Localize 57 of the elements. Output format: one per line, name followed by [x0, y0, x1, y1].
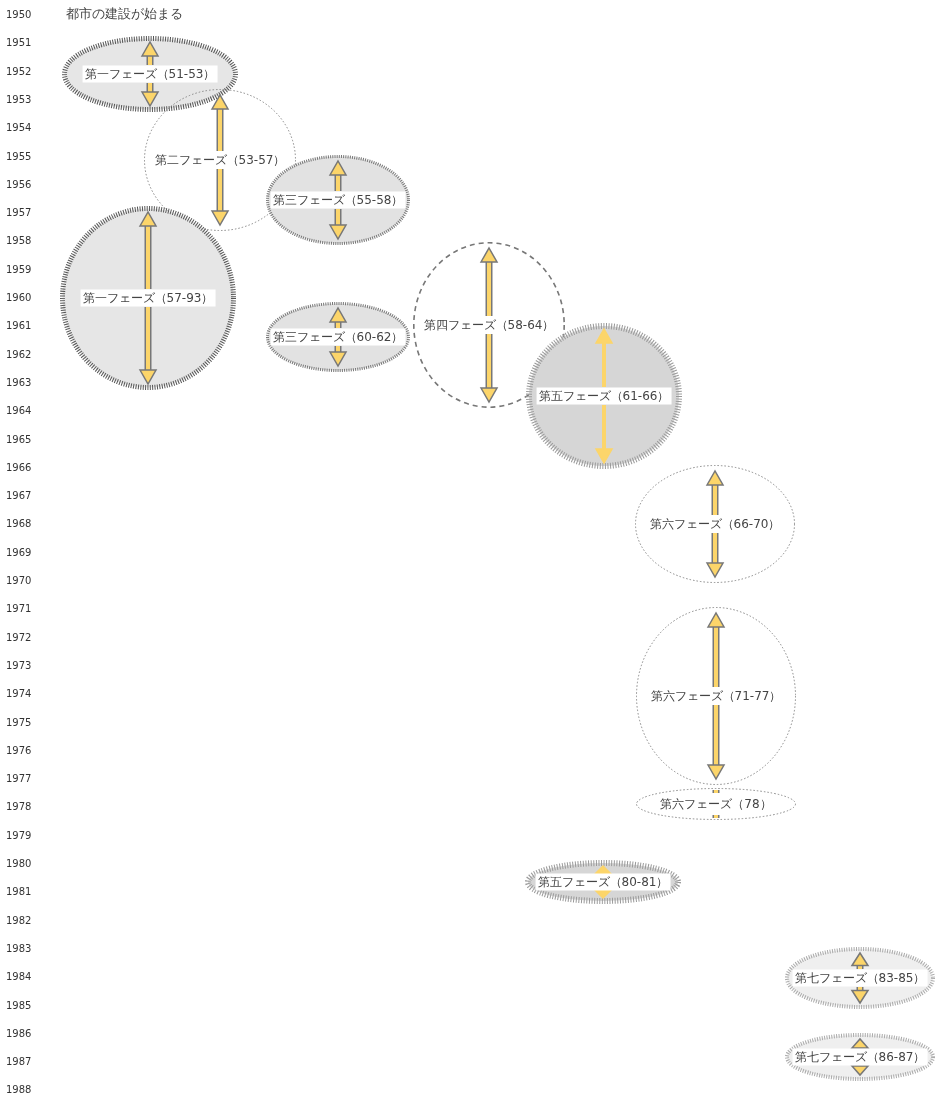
- year-label: 1954: [6, 122, 32, 135]
- year-label: 1956: [6, 178, 32, 191]
- phase-ellipse: [62, 36, 238, 112]
- phase-label: 第一フェーズ（51-53）: [82, 65, 218, 83]
- year-label: 1979: [6, 829, 32, 842]
- year-label: 1950: [6, 9, 32, 21]
- year-label: 1982: [6, 914, 32, 927]
- phase-label: 第五フェーズ（61-66）: [536, 387, 672, 405]
- phase-ellipse: [636, 788, 796, 820]
- phase-label: 第七フェーズ（83-85）: [792, 969, 928, 987]
- phase-label: 第三フェーズ（60-62）: [270, 328, 406, 346]
- year-label: 1971: [6, 603, 32, 616]
- year-label: 1978: [6, 801, 32, 814]
- year-label: 1967: [6, 490, 32, 503]
- year-label: 1964: [6, 405, 32, 418]
- phase-ellipse: [785, 1033, 935, 1081]
- phase-label: 第五フェーズ（80-81）: [535, 873, 671, 891]
- year-label: 1951: [6, 37, 32, 50]
- year-label: 1981: [6, 886, 32, 899]
- year-label: 1977: [6, 773, 32, 786]
- phase-ellipse: [266, 302, 410, 372]
- year-label: 1966: [6, 461, 32, 474]
- phase-ellipse: [785, 947, 935, 1009]
- year-label: 1955: [6, 150, 32, 163]
- phase-label: 第七フェーズ（86-87）: [792, 1048, 928, 1066]
- phase-label: 第一フェーズ（57-93）: [80, 289, 216, 307]
- heading-note: 都市の建設が始まる: [66, 6, 183, 22]
- phase-ellipse: [636, 607, 796, 785]
- year-label: 1976: [6, 744, 32, 757]
- year-label: 1973: [6, 659, 32, 672]
- year-label: 1960: [6, 292, 32, 304]
- year-label: 1972: [6, 631, 32, 644]
- year-label: 1968: [6, 518, 32, 531]
- year-label: 1984: [6, 971, 32, 984]
- year-label: 1980: [6, 858, 32, 870]
- year-label: 1963: [6, 376, 32, 389]
- year-label: 1988: [6, 1084, 32, 1097]
- year-label: 1965: [6, 433, 32, 446]
- year-label: 1961: [6, 320, 32, 333]
- year-label: 1952: [6, 65, 32, 78]
- year-label: 1962: [6, 348, 32, 361]
- phase-ellipse: [60, 206, 236, 390]
- year-label: 1953: [6, 93, 32, 106]
- phase-label: 第三フェーズ（55-58）: [270, 191, 406, 209]
- year-label: 1975: [6, 716, 32, 729]
- phase-ellipse: [525, 860, 681, 904]
- year-label: 1983: [6, 942, 32, 955]
- year-label: 1957: [6, 207, 32, 220]
- year-label: 1958: [6, 235, 32, 248]
- year-label: 1970: [6, 575, 32, 587]
- year-label: 1959: [6, 263, 32, 276]
- year-label: 1974: [6, 688, 32, 701]
- year-label: 1969: [6, 546, 32, 559]
- phase-ellipse: [635, 465, 795, 583]
- year-label: 1985: [6, 999, 32, 1012]
- year-label: 1987: [6, 1056, 32, 1069]
- year-label: 1986: [6, 1027, 32, 1040]
